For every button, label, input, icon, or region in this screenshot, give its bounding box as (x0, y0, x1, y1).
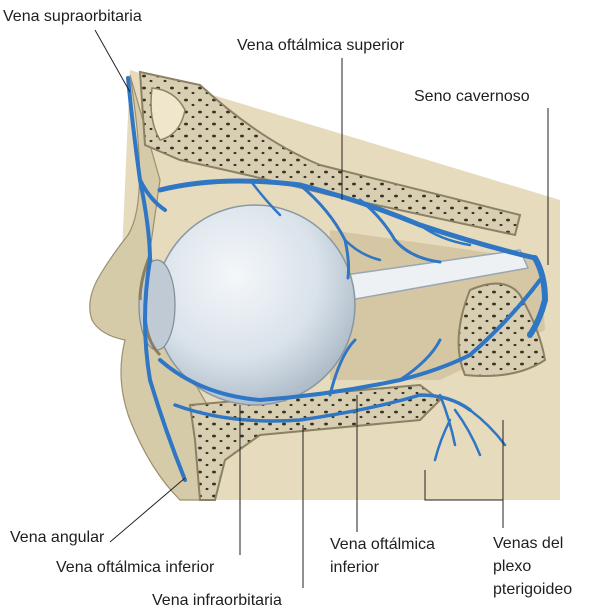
label-seno-cavernoso: Seno cavernoso (414, 87, 530, 106)
label-vena-oftalmica-inferior-right-line1: Vena oftálmica (330, 535, 435, 554)
label-venas-plexo-line3: pterigoideo (493, 580, 572, 599)
label-venas-plexo-line2: plexo (493, 557, 531, 576)
label-vena-oftalmica-inferior-left: Vena oftálmica inferior (56, 558, 214, 577)
label-vena-angular: Vena angular (10, 528, 104, 547)
label-vena-oftalmica-superior: Vena oftálmica superior (237, 36, 404, 55)
label-vena-infraorbitaria: Vena infraorbitaria (152, 591, 282, 610)
eyeball (155, 205, 355, 405)
label-vena-supraorbitaria: Vena supraorbitaria (3, 7, 142, 26)
label-venas-plexo-line1: Venas del (493, 534, 563, 553)
label-vena-oftalmica-inferior-right-line2: inferior (330, 558, 379, 577)
